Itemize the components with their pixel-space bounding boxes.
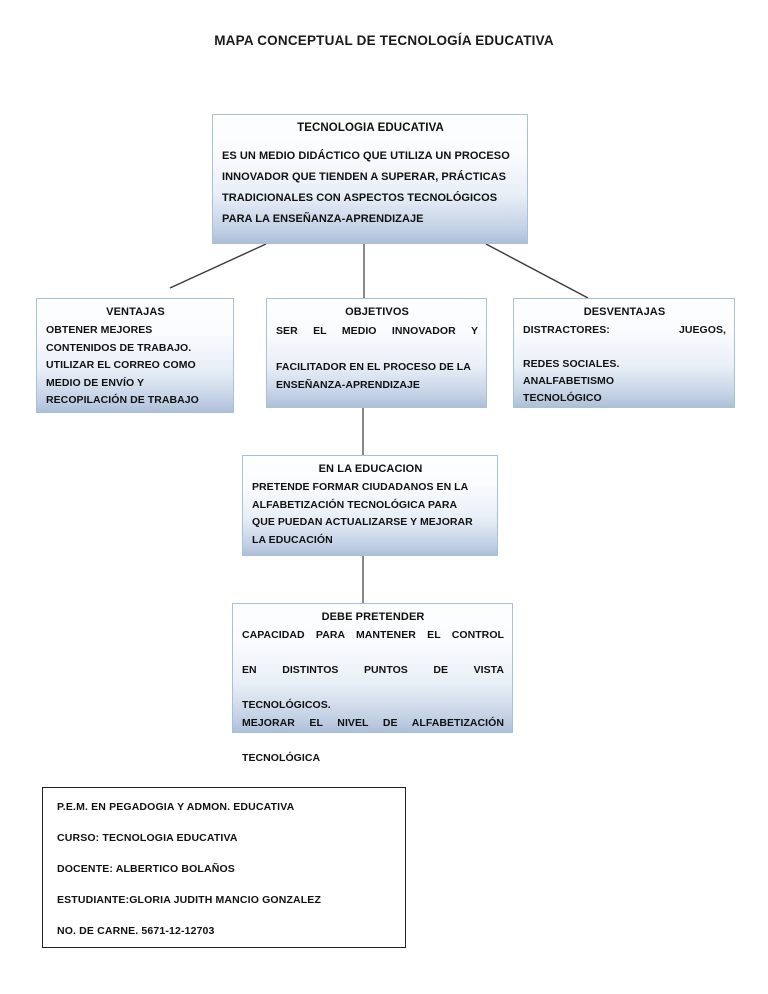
node-body-line: TRADICIONALES CON ASPECTOS TECNOLÓGICOS (222, 192, 498, 204)
node-body-line: PARA LA ENSEÑANZA-APRENDIZAJE (222, 213, 424, 225)
node-body-line: TECNOLÓGICA (242, 751, 321, 764)
node-body-line: RECOPILACIÓN DE TRABAJO (46, 394, 199, 406)
node-body-line: CONTENIDOS DE TRABAJO. (46, 341, 192, 354)
node-body-line: MEDIO DE ENVÍO Y (46, 376, 145, 389)
node-body-line: TECNOLÓGICOS. (242, 699, 331, 711)
node-title: EN LA EDUCACION (318, 463, 423, 475)
node-body-line: SER EL MEDIO INNOVADOR Y (276, 325, 478, 337)
info-line-program: P.E.M. EN PEGADOGIA Y ADMON. EDUCATIVA (57, 801, 295, 813)
info-line-teacher: DOCENTE: ALBERTICO BOLAÑOS (57, 863, 235, 875)
course-info-box: P.E.M. EN PEGADOGIA Y ADMON. EDUCATIVA C… (42, 787, 406, 948)
node-title: TECNOLOGIA EDUCATIVA (297, 122, 444, 134)
info-line-course: CURSO: TECNOLOGIA EDUCATIVA (57, 832, 238, 844)
info-line-student: ESTUDIANTE:GLORIA JUDITH MANCIO GONZALEZ (57, 894, 322, 906)
node-body-line: PRETENDE FORMAR CIUDADANOS EN LA (252, 481, 469, 493)
node-body-line: ENSEÑANZA-APRENDIZAJE (276, 379, 420, 391)
node-title: VENTAJAS (106, 306, 165, 318)
connector-root-to-desventajas (485, 243, 589, 299)
node-body-line: EN DISTINTOS PUNTOS DE VISTA (242, 664, 504, 676)
node-body: ES UN MEDIO DIDÁCTICO QUE UTILIZA UN PRO… (222, 146, 519, 230)
node-title: DESVENTAJAS (583, 306, 666, 318)
node-body-line: REDES SOCIALES. (523, 358, 620, 370)
node-body-line: QUE PUEDAN ACTUALIZARSE Y MEJORAR (252, 516, 473, 528)
node-body-line: FACILITADOR EN EL PROCESO DE LA (276, 361, 471, 373)
node-body: PRETENDE FORMAR CIUDADANOS EN LA ALFABET… (252, 479, 489, 549)
node-body-line: ES UN MEDIO DIDÁCTICO QUE UTILIZA UN PRO… (222, 150, 510, 162)
node-body: CAPACIDAD PARA MANTENER EL CONTROL EN DI… (242, 627, 504, 767)
node-debe-pretender[interactable]: DEBE PRETENDER CAPACIDAD PARA MANTENER E… (232, 603, 513, 764)
connector-root-to-ventajas (169, 243, 267, 289)
page-title: MAPA CONCEPTUAL DE TECNOLOGÍA EDUCATIVA (214, 33, 554, 48)
node-body-line: DISTRACTORES: JUEGOS, (523, 324, 726, 336)
node-title: DEBE PRETENDER (321, 611, 425, 623)
node-body-line: UTILIZAR EL CORREO COMO (46, 359, 196, 371)
node-body-line: CAPACIDAD PARA MANTENER EL CONTROL (242, 629, 504, 641)
node-en-la-educacion[interactable]: EN LA EDUCACION PRETENDE FORMAR CIUDADAN… (242, 455, 498, 556)
node-body-line: MEJORAR EL NIVEL DE ALFABETIZACIÓN (242, 716, 504, 729)
node-tecnologia-educativa[interactable]: TECNOLOGIA EDUCATIVA ES UN MEDIO DIDÁCTI… (212, 114, 528, 244)
node-title: OBJETIVOS (345, 306, 409, 318)
node-body-line: ALFABETIZACIÓN TECNOLÓGICA PARA (252, 498, 458, 511)
node-body-line: TECNOLÓGICO (523, 392, 602, 404)
node-objetivos[interactable]: OBJETIVOS SER EL MEDIO INNOVADOR Y FACIL… (266, 298, 487, 408)
node-body: OBTENER MEJORES CONTENIDOS DE TRABAJO. U… (46, 322, 225, 410)
node-body-line: INNOVADOR QUE TIENDEN A SUPERAR, PRÁCTIC… (222, 171, 507, 183)
node-body-line: ANALFABETISMO (523, 375, 615, 387)
node-body-line: LA EDUCACIÓN (252, 533, 333, 546)
node-body-line: OBTENER MEJORES (46, 324, 153, 336)
node-desventajas[interactable]: DESVENTAJAS DISTRACTORES: JUEGOS, REDES … (513, 298, 735, 408)
node-body: SER EL MEDIO INNOVADOR Y FACILITADOR EN … (276, 322, 478, 394)
node-ventajas[interactable]: VENTAJAS OBTENER MEJORES CONTENIDOS DE T… (36, 298, 234, 413)
info-line-id-number: NO. DE CARNE. 5671-12-12703 (57, 925, 215, 937)
node-body: DISTRACTORES: JUEGOS, REDES SOCIALES. AN… (523, 322, 726, 407)
